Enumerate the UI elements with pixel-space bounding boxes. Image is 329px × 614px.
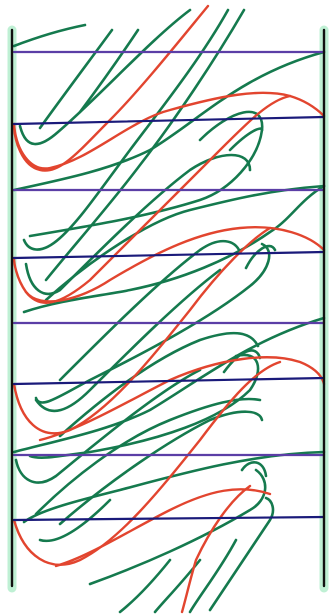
rung-navy <box>12 250 326 260</box>
green-strand <box>14 368 202 484</box>
green-strand <box>12 316 326 454</box>
red-strand <box>180 484 252 614</box>
green-strand <box>58 239 242 382</box>
rung-navy <box>12 115 326 126</box>
rung-navy <box>12 376 326 386</box>
green-strand <box>240 461 268 478</box>
red-strand <box>12 360 282 566</box>
green-strand <box>38 28 114 130</box>
green-strand <box>44 8 246 282</box>
green-strand <box>34 242 271 404</box>
green-strand <box>88 468 267 586</box>
green-strand <box>188 538 238 614</box>
green-strand <box>12 50 326 192</box>
green-strands <box>12 8 326 614</box>
green-strand <box>34 397 262 516</box>
green-strand <box>58 331 260 438</box>
red-strand <box>24 226 326 303</box>
red-strand <box>54 488 272 568</box>
rungs <box>12 50 326 522</box>
green-strand <box>222 349 262 374</box>
green-strand <box>208 496 275 612</box>
green-strand <box>228 127 264 152</box>
green-strand <box>58 410 264 526</box>
green-strand <box>118 558 172 614</box>
green-strand <box>28 110 264 238</box>
green-strand <box>12 23 87 48</box>
rail-glow-group <box>7 25 329 593</box>
red-strand <box>12 91 326 170</box>
green-strand <box>244 244 277 270</box>
green-strand <box>22 450 326 524</box>
red-strands <box>12 4 326 614</box>
red-strand <box>38 356 326 442</box>
red-strand <box>12 94 292 304</box>
red-strand <box>12 226 272 435</box>
green-strand <box>22 8 230 251</box>
green-strand <box>18 8 192 146</box>
green-strand <box>22 184 326 314</box>
green-strand <box>44 184 326 302</box>
rung-navy <box>12 515 326 522</box>
green-strand <box>38 498 112 543</box>
green-strand <box>34 268 222 413</box>
rails <box>10 28 326 588</box>
green-strand <box>24 153 252 296</box>
